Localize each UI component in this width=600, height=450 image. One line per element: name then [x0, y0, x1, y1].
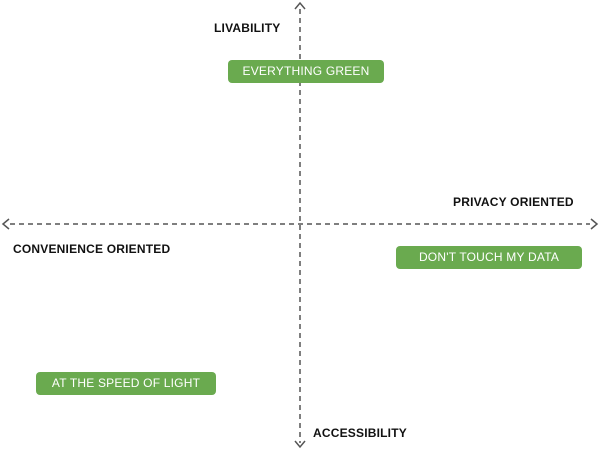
axis-label-top: LIVABILITY [214, 21, 281, 35]
axis-label-left: CONVENIENCE ORIENTED [13, 242, 171, 256]
down-arrow-icon [294, 440, 306, 449]
box-dont-touch-my-data: DON'T TOUCH MY DATA [396, 246, 582, 269]
left-arrow-icon [1, 218, 10, 230]
up-arrow-icon [294, 1, 306, 10]
axis-label-bottom: ACCESSIBILITY [313, 426, 407, 440]
box-everything-green: EVERYTHING GREEN [228, 60, 384, 83]
axis-label-right: PRIVACY ORIENTED [453, 195, 574, 209]
box-at-the-speed-of-light: AT THE SPEED OF LIGHT [36, 372, 216, 395]
right-arrow-icon [590, 218, 599, 230]
